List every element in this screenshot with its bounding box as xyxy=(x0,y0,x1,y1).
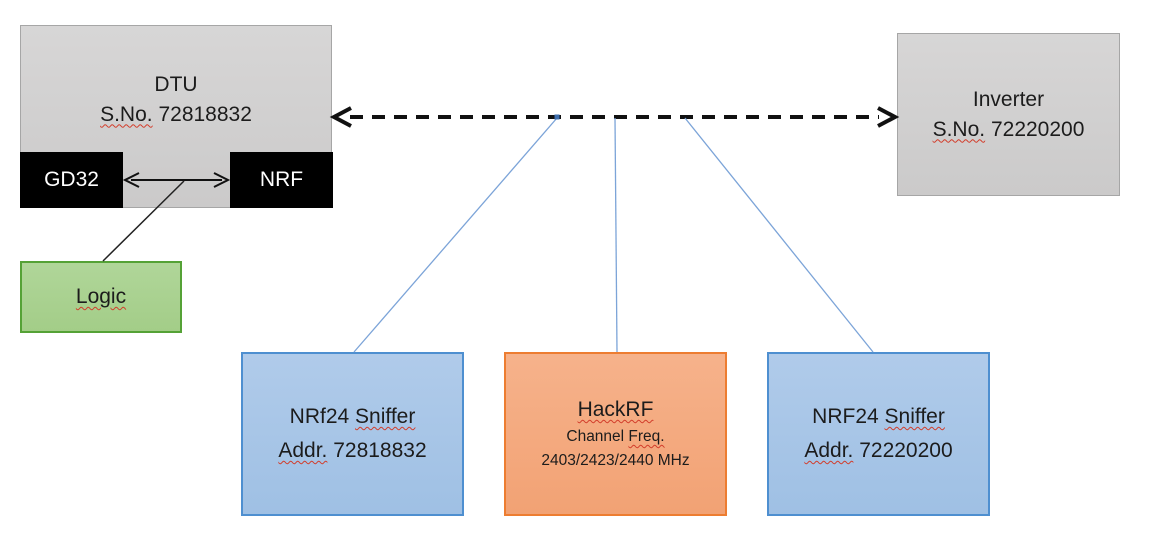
tap-line-sniffer-left xyxy=(353,117,558,353)
nrf-chip: NRF xyxy=(230,152,333,208)
tap-line-hackrf xyxy=(614,117,618,353)
dtu-serial: S.No. 72818832 xyxy=(100,100,252,130)
tap-line-sniffer-right xyxy=(684,117,874,353)
dtu-serial-number: 72818832 xyxy=(152,102,252,126)
sniffer-left-title-prefix: NRf24 xyxy=(289,405,356,428)
sniffer-right-box: NRF24 Sniffer Addr. 72220200 xyxy=(767,352,990,516)
sniffer-right-title-prefix: NRF24 xyxy=(812,405,885,428)
inverter-serial: S.No. 72220200 xyxy=(933,115,1085,145)
hackrf-freq-word: Freq. xyxy=(628,428,665,445)
dashed-link-arrowhead-left xyxy=(329,106,352,128)
nrf-label: NRF xyxy=(259,168,304,191)
dtu-serial-label: S.No. xyxy=(100,102,153,126)
sniffer-right-addr-label: Addr. xyxy=(804,439,854,462)
inverter-serial-number: 72220200 xyxy=(985,117,1085,141)
logic-label: Logic xyxy=(75,285,127,308)
dtu-title: DTU xyxy=(154,72,198,96)
hackrf-frequencies: 2403/2423/2440 MHz xyxy=(541,452,690,469)
sniffer-left-box: NRf24 Sniffer Addr. 72818832 xyxy=(241,352,464,516)
hackrf-channel-freq: Channel Freq. xyxy=(566,425,664,449)
tap-point-dot xyxy=(554,114,560,120)
sniffer-right-addr-number: 72220200 xyxy=(853,439,953,462)
logic-box: Logic xyxy=(20,261,182,333)
inverter-title: Inverter xyxy=(972,87,1045,111)
sniffer-right-title: NRF24 Sniffer xyxy=(812,400,945,434)
sniffer-left-title-word: Sniffer xyxy=(355,405,416,428)
hackrf-box: HackRF Channel Freq. 2403/2423/2440 MHz xyxy=(504,352,727,516)
sniffer-right-addr: Addr. 72220200 xyxy=(804,434,952,468)
gd32-label: GD32 xyxy=(44,168,99,191)
inverter-serial-label: S.No. xyxy=(932,117,986,141)
sniffer-left-title: NRf24 Sniffer xyxy=(290,400,416,434)
hackrf-channel-word: Channel xyxy=(566,428,629,445)
sniffer-right-title-word: Sniffer xyxy=(884,405,945,428)
hackrf-title: HackRF xyxy=(577,398,654,421)
sniffer-left-addr-number: 72818832 xyxy=(327,439,427,462)
dashed-link-arrowhead-right xyxy=(877,106,900,128)
gd32-chip: GD32 xyxy=(20,152,123,208)
inverter-box: Inverter S.No. 72220200 xyxy=(897,33,1120,196)
sniffer-left-addr: Addr. 72818832 xyxy=(278,434,426,468)
sniffer-left-addr-label: Addr. xyxy=(278,439,328,462)
